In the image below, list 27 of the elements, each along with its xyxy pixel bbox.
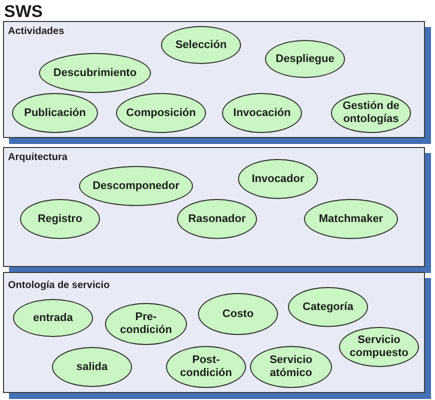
node-label: Descomponedor xyxy=(92,180,180,192)
node-label: Descubrimiento xyxy=(53,66,137,80)
node-label: Selección xyxy=(175,38,227,52)
node-label: Invocación xyxy=(233,106,291,120)
node-label: Servicio atómico xyxy=(268,354,314,380)
node-label: Publicación xyxy=(24,106,86,120)
node-label: Categoría xyxy=(302,300,354,314)
section-panel xyxy=(3,21,431,144)
section-heading: Ontología de servicio xyxy=(8,280,110,292)
node-label: Post-condición xyxy=(179,354,233,380)
section-heading: Arquitectura xyxy=(8,152,68,164)
node-label: Registro xyxy=(38,212,82,226)
node-label: Composición xyxy=(126,106,196,120)
diagram-title: SWS xyxy=(4,2,43,21)
node-label: salida xyxy=(76,360,108,374)
node-label: entrada xyxy=(33,312,73,324)
section-panel xyxy=(3,272,431,399)
node-label: Invocador xyxy=(252,172,304,186)
node-label: Rasonador xyxy=(188,212,246,226)
node-label: Costo xyxy=(222,308,254,320)
section-panel xyxy=(3,147,431,273)
section-heading: Actividades xyxy=(8,26,64,38)
node-label: Pre-condición xyxy=(119,311,173,337)
node-label: Matchmaker xyxy=(318,212,384,226)
node-label: Gestión de ontologías xyxy=(342,100,400,126)
node-label: Servicio compuesto xyxy=(348,334,410,360)
node-label: Despliegue xyxy=(276,52,334,66)
